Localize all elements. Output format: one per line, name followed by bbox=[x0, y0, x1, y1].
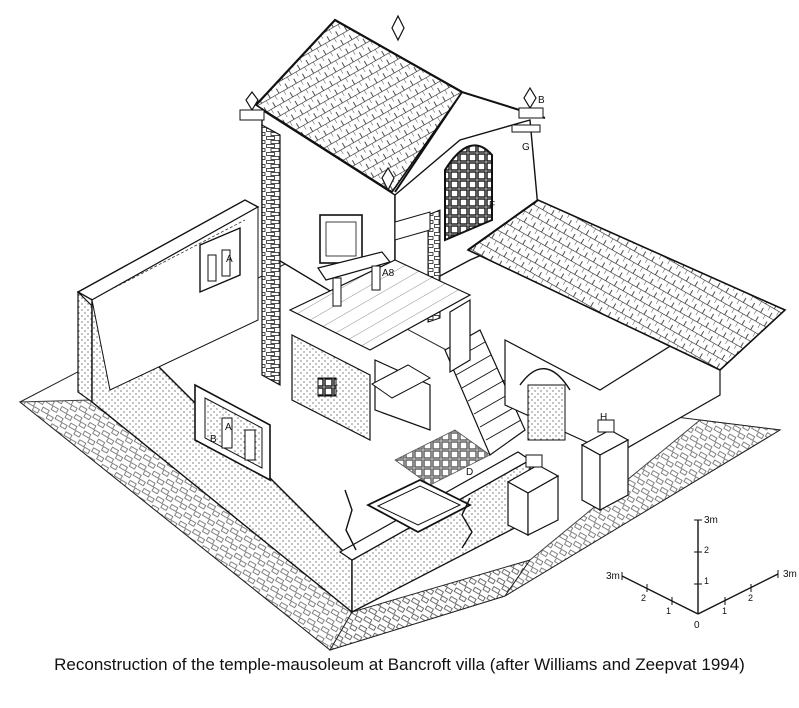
upper-chamber bbox=[288, 211, 472, 351]
letter-labels: A A8 A B B G F H D bbox=[210, 95, 607, 478]
scale-axes: 3m 3m 3m 0 1 2 1 2 1 2 bbox=[606, 515, 797, 631]
scale-tick-v1: 1 bbox=[704, 576, 709, 586]
label-a8: A8 bbox=[382, 268, 395, 279]
figure-caption: Reconstruction of the temple-mausoleum a… bbox=[54, 655, 745, 674]
label-b-niche: B bbox=[210, 434, 217, 445]
scale-label-left: 3m bbox=[606, 571, 620, 582]
section-breaks bbox=[344, 489, 473, 551]
forecourt-pool bbox=[366, 478, 472, 534]
lower-chamber bbox=[291, 334, 432, 441]
scale-label-vertical: 3m bbox=[704, 515, 718, 526]
label-f: F bbox=[489, 200, 495, 211]
scale-tick-l1: 1 bbox=[666, 606, 671, 616]
label-a-niche: A bbox=[225, 422, 232, 433]
ground-plane bbox=[18, 263, 782, 651]
side-pavilion bbox=[466, 199, 787, 456]
label-h: H bbox=[600, 412, 607, 423]
staircase bbox=[394, 298, 526, 486]
finials bbox=[239, 14, 544, 192]
scale-tick-r2: 2 bbox=[748, 593, 753, 603]
niche-front bbox=[194, 383, 271, 482]
scale-tick-l2: 2 bbox=[641, 593, 646, 603]
temple-building bbox=[254, 18, 546, 387]
scale-tick-r1: 1 bbox=[722, 606, 727, 616]
label-d: D bbox=[466, 467, 473, 478]
scale-tick-v2: 2 bbox=[704, 545, 709, 555]
label-a-upper: A bbox=[226, 254, 233, 265]
scale-label-right: 3m bbox=[783, 569, 797, 580]
label-b-roof: B bbox=[538, 95, 545, 106]
scale-tick-0: 0 bbox=[694, 620, 700, 631]
label-g: G bbox=[522, 142, 530, 153]
pedestals bbox=[506, 419, 630, 536]
niche-back bbox=[199, 226, 241, 294]
